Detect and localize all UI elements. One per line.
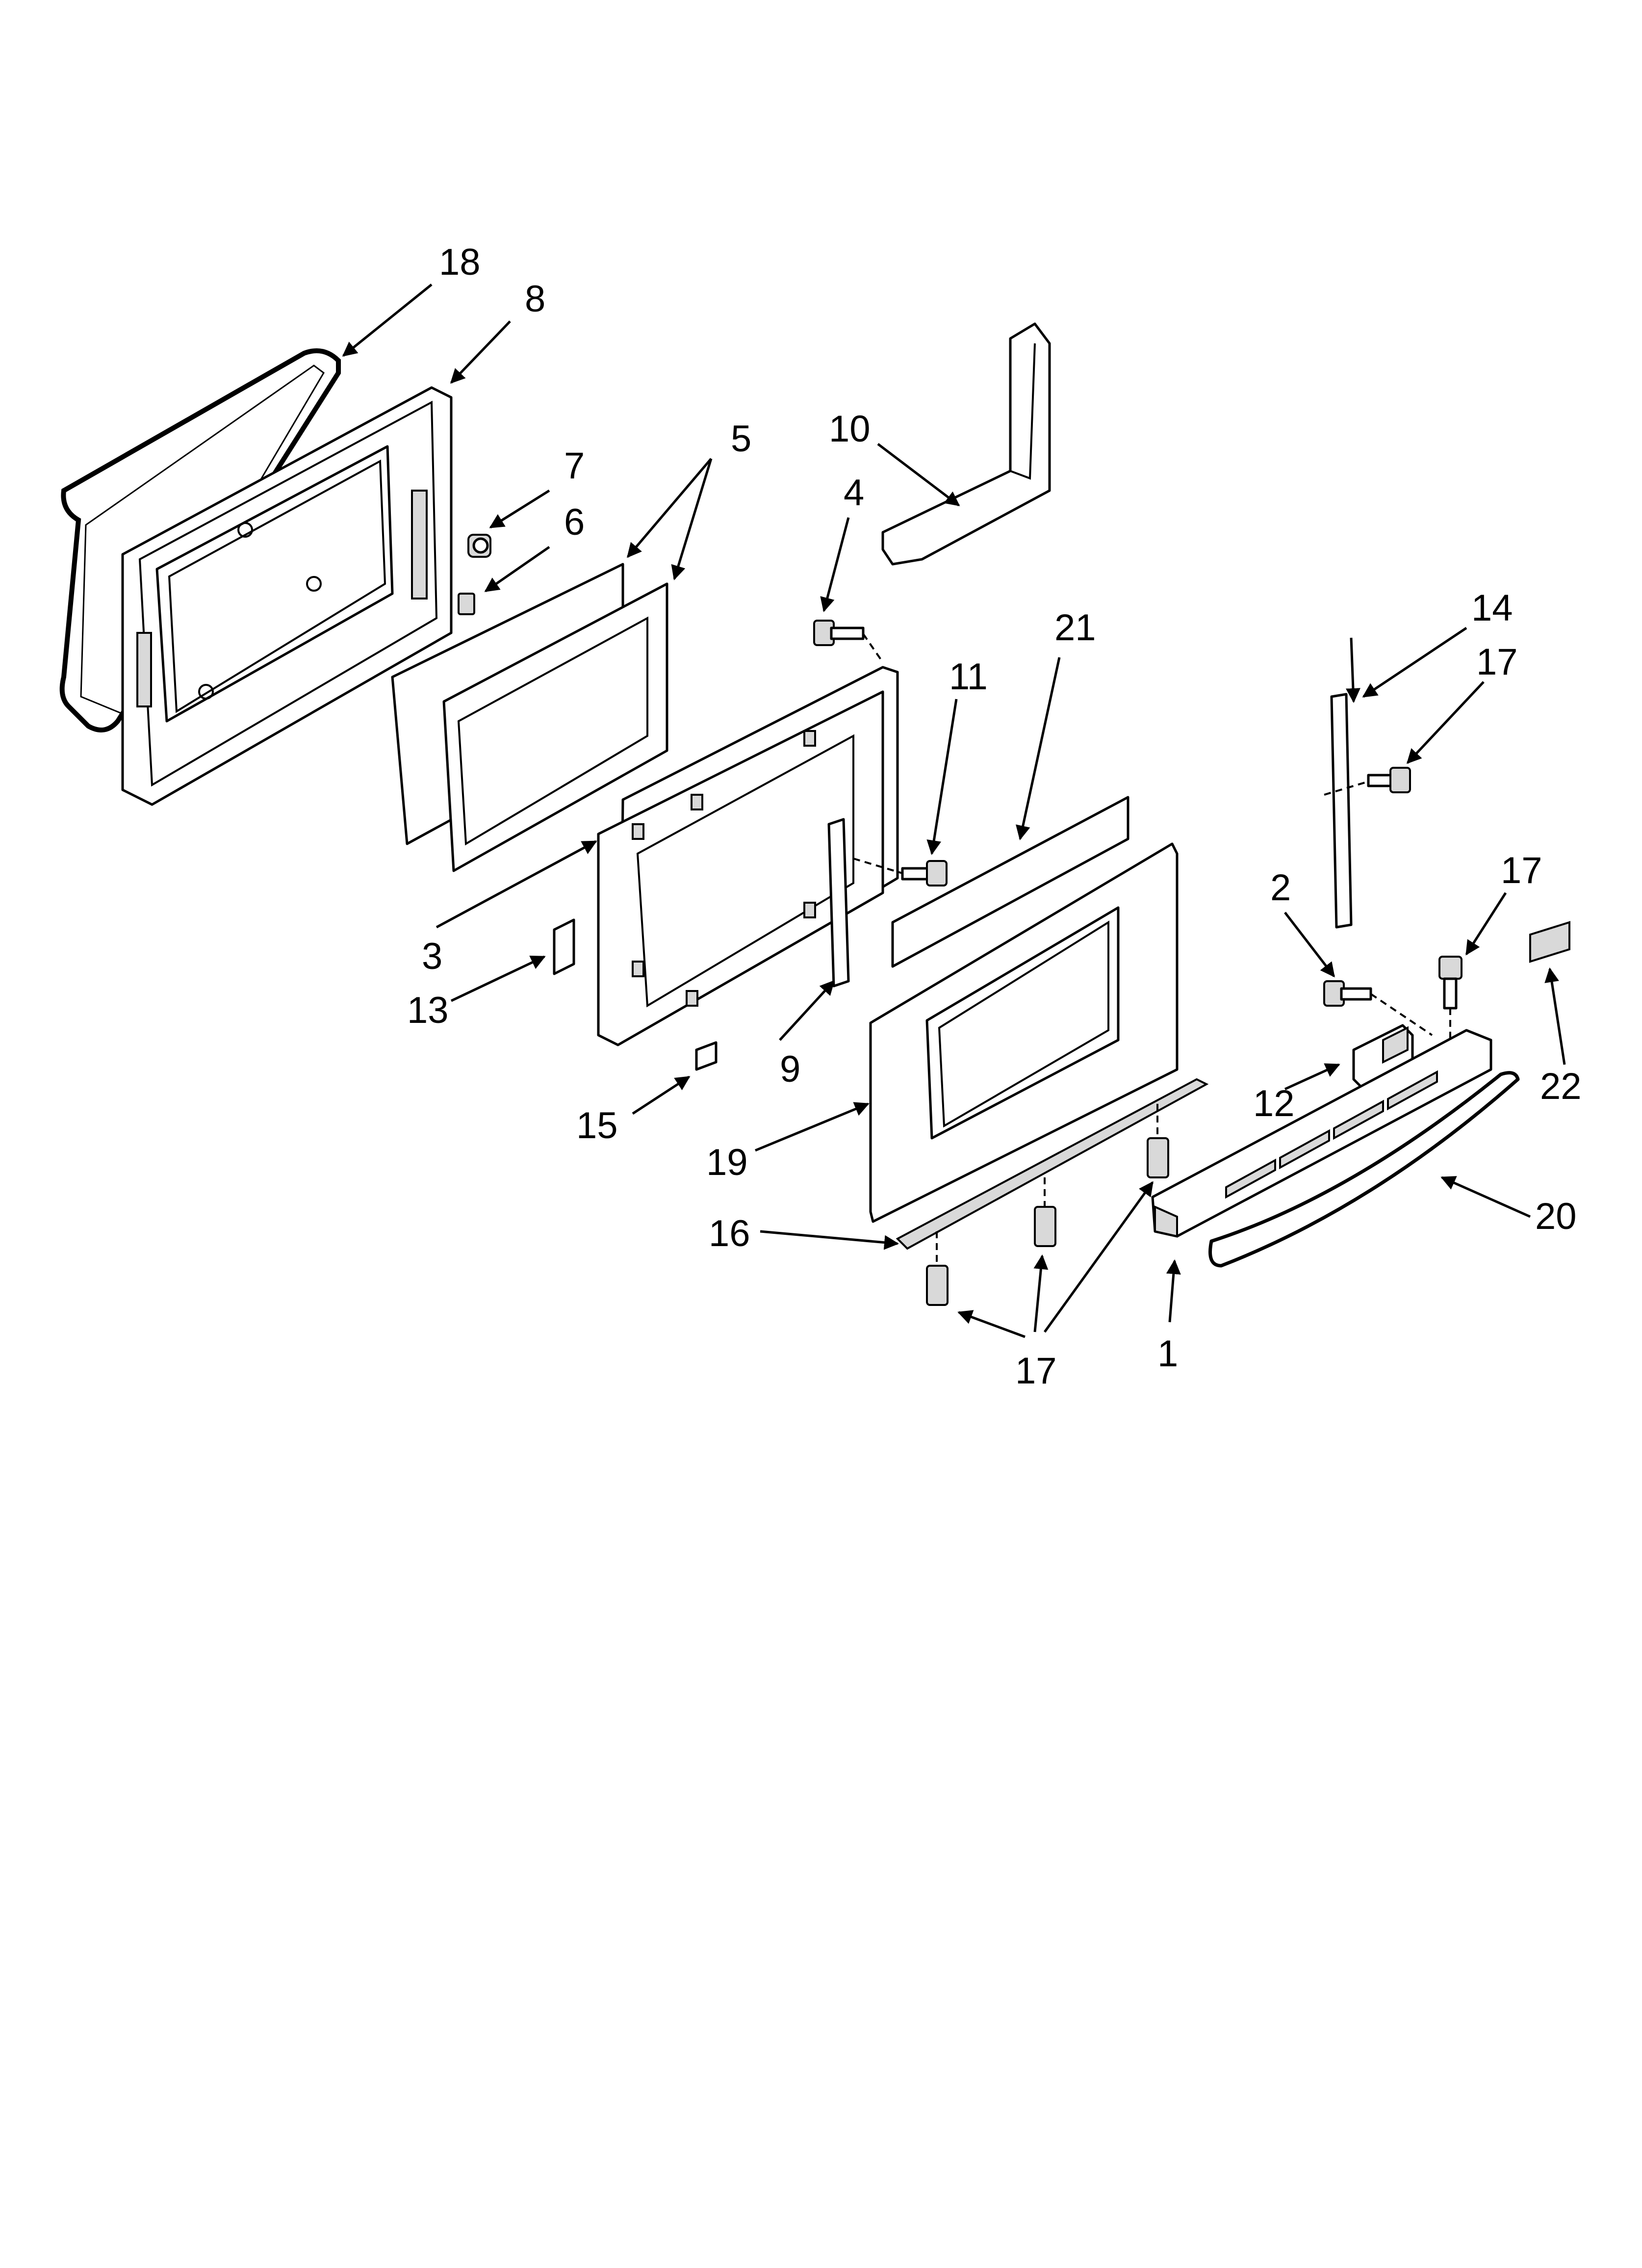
part-15-label bbox=[695, 1041, 718, 1071]
part-9-channel bbox=[827, 818, 850, 988]
callout-17-bottom: 17 bbox=[1015, 1350, 1057, 1392]
part-10-insulation bbox=[881, 322, 1051, 566]
callout-7: 7 bbox=[564, 445, 585, 487]
callout-6: 6 bbox=[564, 501, 585, 543]
part-12-bracket bbox=[1352, 1024, 1414, 1091]
part-21-insulation-pad bbox=[891, 796, 1129, 968]
leader-lines bbox=[342, 284, 1566, 1338]
callout-1: 1 bbox=[1157, 1333, 1178, 1375]
part-20-handle bbox=[1208, 1071, 1520, 1268]
callout-20: 20 bbox=[1535, 1196, 1577, 1237]
part-17-right-screw bbox=[1438, 956, 1462, 1045]
callout-4: 4 bbox=[844, 472, 864, 514]
callout-5: 5 bbox=[731, 418, 751, 460]
part-16-trim bbox=[896, 1078, 1209, 1250]
part-14-rail bbox=[1330, 693, 1353, 929]
part-7-bumper bbox=[467, 534, 491, 558]
callout-21: 21 bbox=[1054, 607, 1096, 649]
part-17-rail-screw bbox=[1324, 767, 1411, 796]
callout-16: 16 bbox=[709, 1213, 750, 1254]
callout-19: 19 bbox=[706, 1142, 748, 1183]
callout-2: 2 bbox=[1270, 867, 1291, 909]
callout-9: 9 bbox=[780, 1048, 800, 1090]
callout-12: 12 bbox=[1253, 1083, 1295, 1124]
part-4-screw bbox=[813, 620, 884, 663]
callout-15: 15 bbox=[576, 1105, 618, 1147]
part-22-label bbox=[1529, 921, 1570, 963]
callout-3: 3 bbox=[422, 936, 442, 977]
callout-14: 14 bbox=[1471, 587, 1513, 629]
part-6-clip bbox=[458, 593, 475, 615]
callout-11: 11 bbox=[949, 656, 988, 698]
callout-17-right: 17 bbox=[1501, 850, 1542, 891]
callout-13: 13 bbox=[407, 990, 449, 1031]
part-11-screw bbox=[853, 858, 948, 886]
part-13-label bbox=[553, 918, 575, 975]
part-19-outer-door bbox=[869, 842, 1179, 1223]
callout-18: 18 bbox=[439, 241, 481, 283]
callout-8: 8 bbox=[525, 278, 545, 320]
callout-labels: 18 8 7 6 5 4 10 14 21 11 17 2 17 22 3 13… bbox=[407, 241, 1582, 1392]
callout-10: 10 bbox=[829, 408, 871, 450]
part-8-inner-door bbox=[121, 386, 453, 806]
callout-22: 22 bbox=[1540, 1066, 1582, 1107]
part-2-screw bbox=[1323, 980, 1433, 1036]
part-5-glass-panels bbox=[391, 563, 668, 872]
part-17-screws bbox=[926, 1104, 1169, 1306]
callout-17: 17 bbox=[1476, 641, 1518, 683]
part-3-door-liner bbox=[597, 666, 899, 1046]
part-1-handle-base bbox=[1151, 1029, 1492, 1238]
